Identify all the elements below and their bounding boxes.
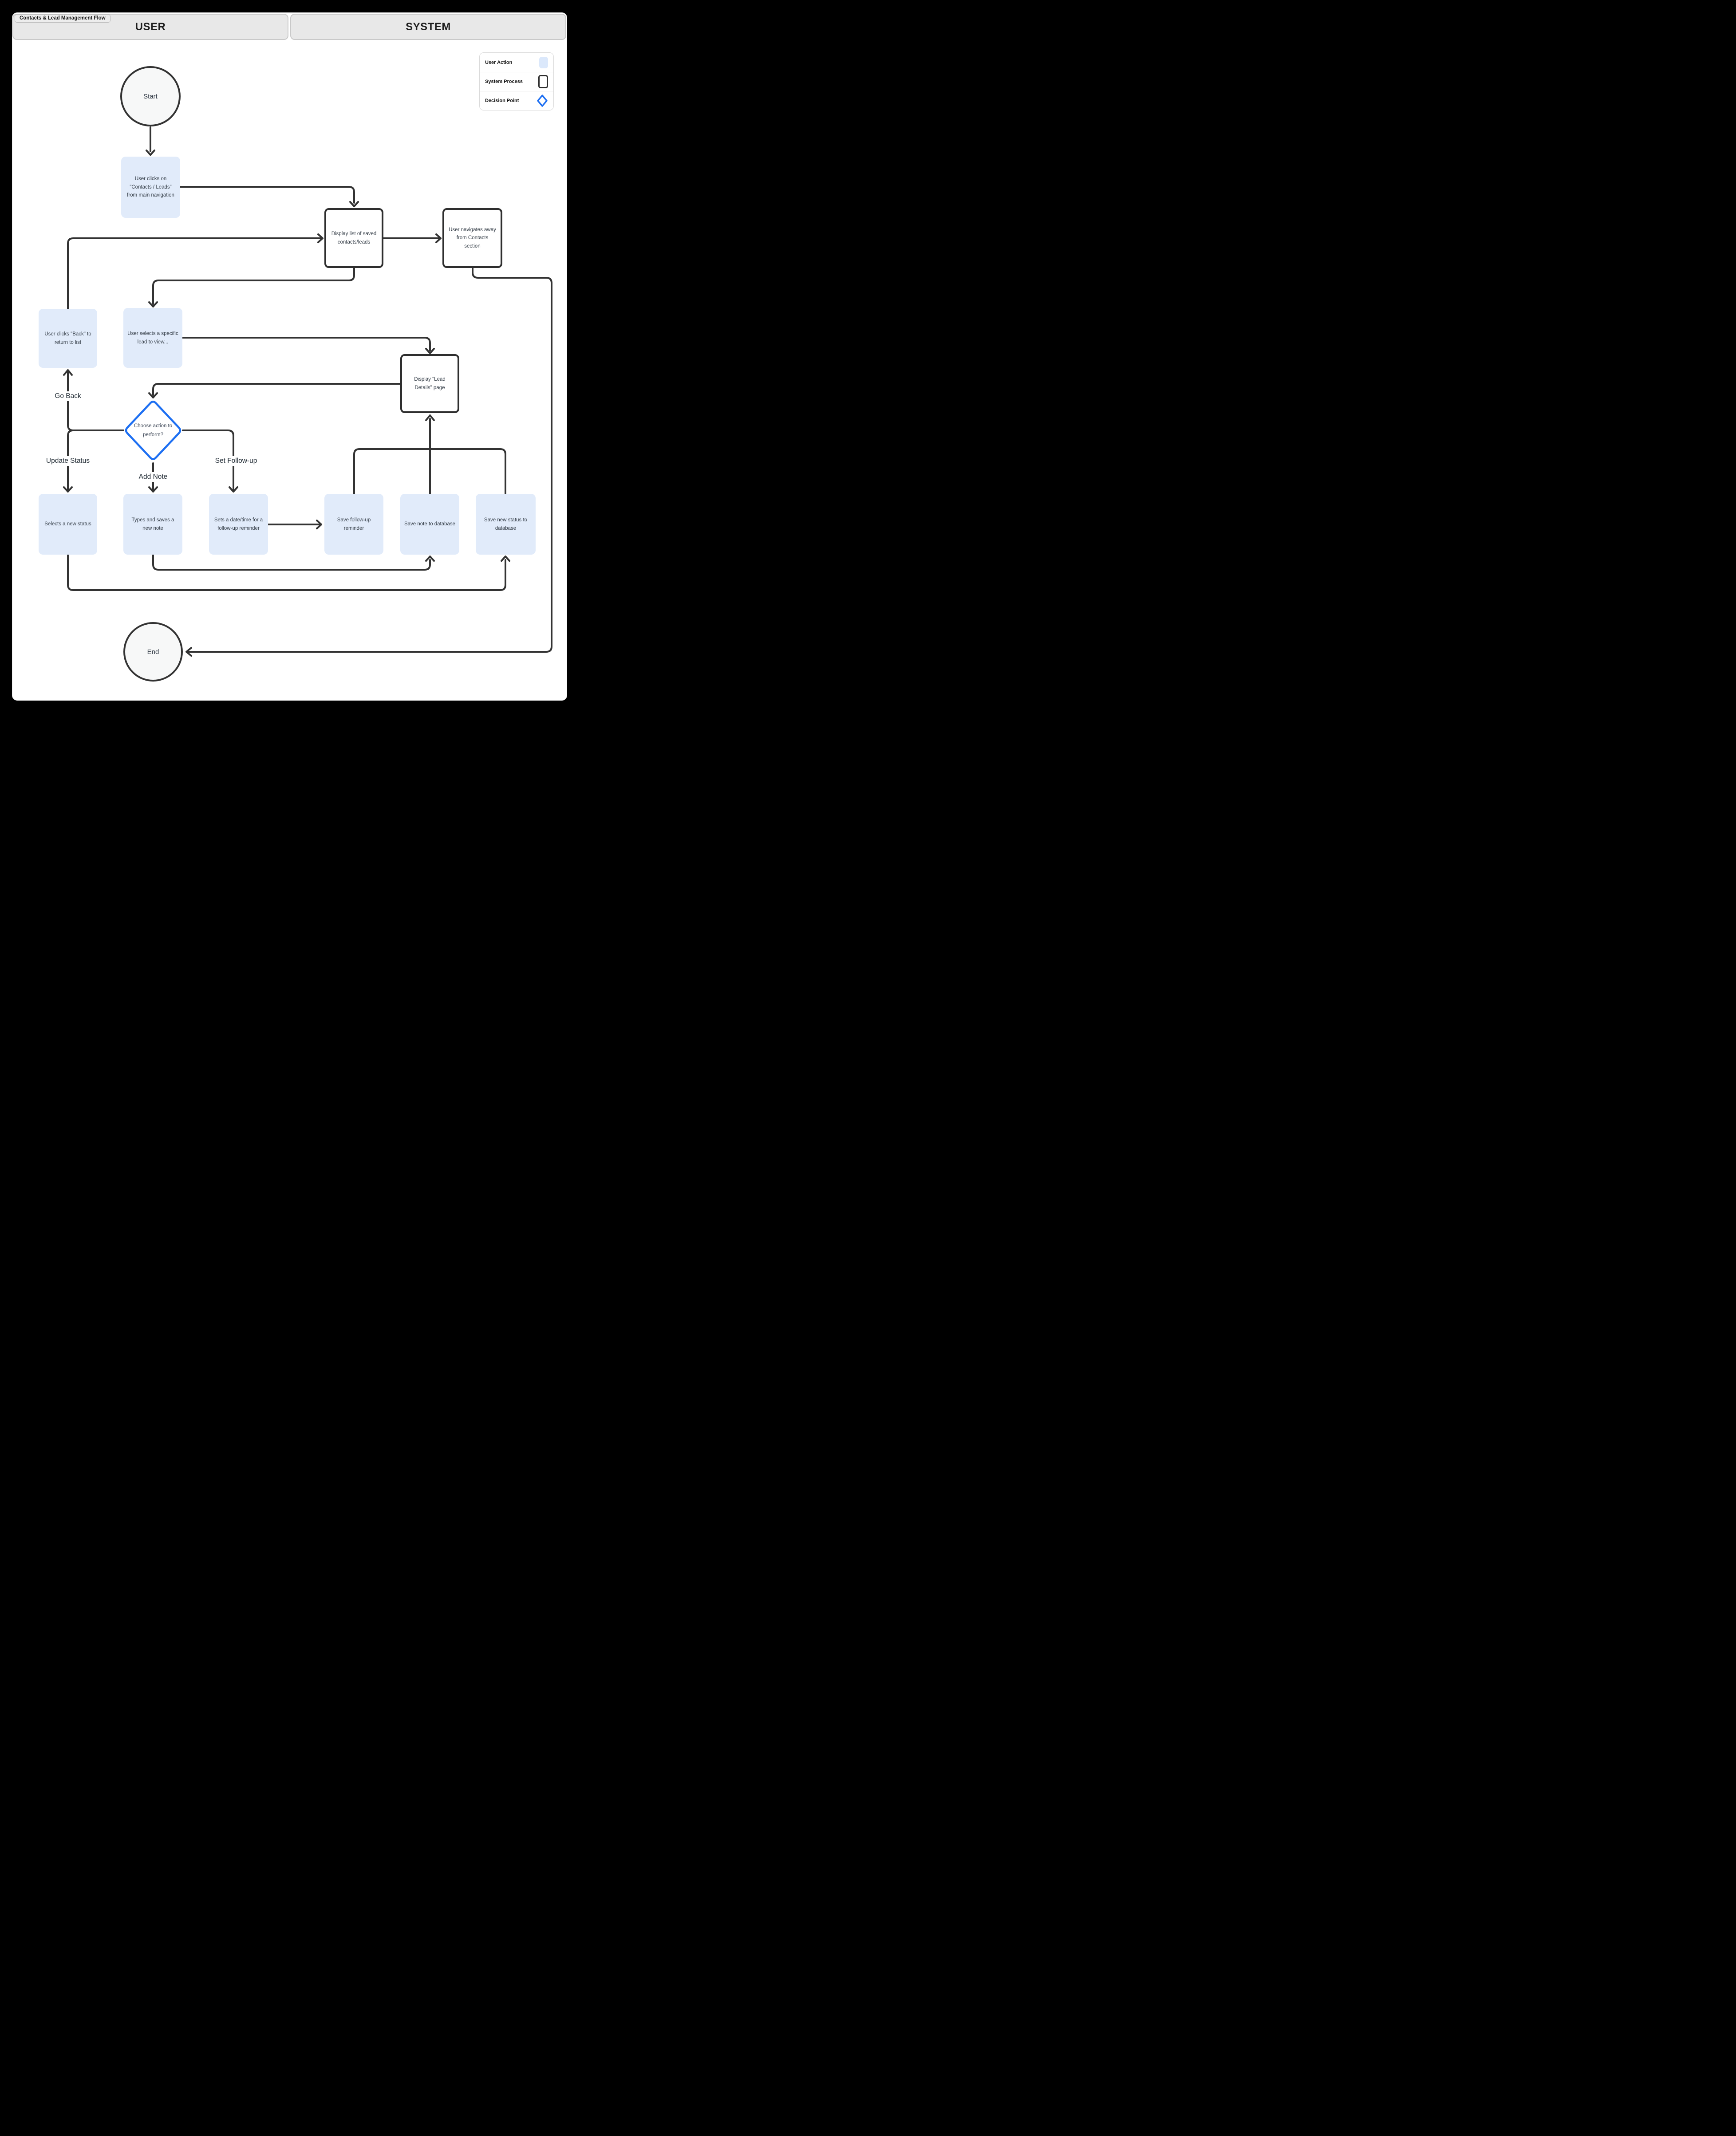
edge-label-set-followup: Set Follow-up <box>212 456 260 466</box>
flowchart-stage: USER SYSTEM Contacts & Lead Management F… <box>0 0 579 712</box>
decision-diamond-shape <box>125 401 181 460</box>
end-node[interactable]: End <box>123 622 183 682</box>
start-node[interactable]: Start <box>120 66 181 126</box>
node-save-followup-reminder[interactable]: Save follow-up reminder <box>324 494 383 555</box>
decision-label: Choose action to perform? <box>134 423 173 437</box>
node-user-clicks-contacts[interactable]: User clicks on "Contacts / Leads" from m… <box>121 157 180 218</box>
node-save-status-database[interactable]: Save new status to database <box>476 494 536 555</box>
node-types-saves-note[interactable]: Types and saves a new note <box>123 494 182 555</box>
system-process-swatch-icon <box>538 75 548 88</box>
edge-label-update-status: Update Status <box>43 456 93 466</box>
diagram-title: Contacts & Lead Management Flow <box>15 14 110 23</box>
diagram-canvas <box>12 12 567 701</box>
lane-header-system: SYSTEM <box>290 14 566 40</box>
node-display-list[interactable]: Display list of saved contacts/leads <box>324 208 383 268</box>
node-user-selects-lead[interactable]: User selects a specific lead to view... <box>123 308 182 368</box>
node-sets-datetime-reminder[interactable]: Sets a date/time for a follow-up reminde… <box>209 494 268 555</box>
user-action-swatch-icon <box>539 56 548 68</box>
legend-label: Decision Point <box>485 98 519 103</box>
node-save-note-database[interactable]: Save note to database <box>400 494 459 555</box>
decision-choose-action[interactable]: Choose action to perform? <box>122 398 184 462</box>
legend-label: User Action <box>485 59 513 65</box>
connectors-layer <box>63 126 552 657</box>
edge-label-go-back: Go Back <box>51 391 84 401</box>
legend-item-user-action: User Action <box>480 53 553 72</box>
node-user-clicks-back[interactable]: User clicks "Back" to return to list <box>39 309 97 368</box>
node-user-navigates-away[interactable]: User navigates away from Contacts sectio… <box>442 208 502 268</box>
legend-label: System Process <box>485 79 523 84</box>
edge-label-add-note: Add Note <box>135 472 171 482</box>
decision-swatch-icon <box>537 95 548 107</box>
node-selects-new-status[interactable]: Selects a new status <box>39 494 97 555</box>
legend-item-decision-point: Decision Point <box>480 91 553 110</box>
node-display-lead-details[interactable]: Display "Lead Details" page <box>400 354 459 413</box>
legend: User Action System Process Decision Poin… <box>479 52 554 110</box>
legend-item-system-process: System Process <box>480 72 553 91</box>
